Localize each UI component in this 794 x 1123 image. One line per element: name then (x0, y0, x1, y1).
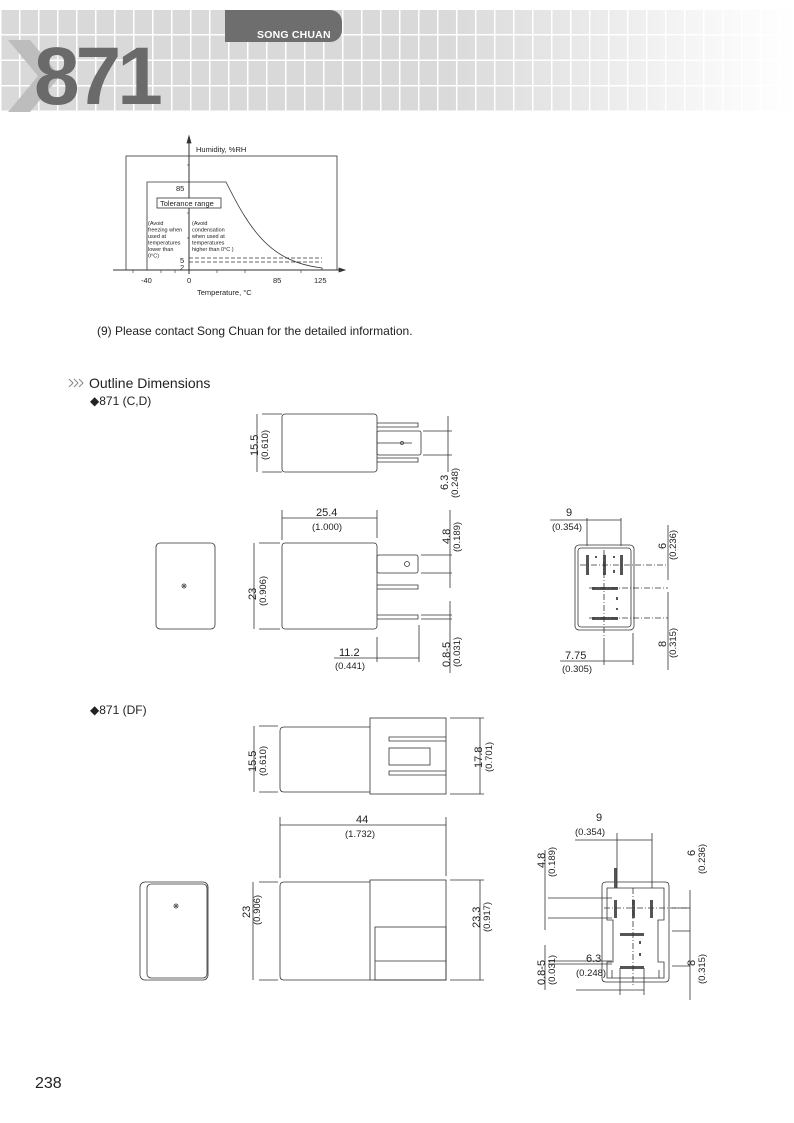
note-right: (Avoid condensation when used at tempera… (191, 221, 234, 253)
note-contact: (9) Please contact Song Chuan for the de… (97, 324, 413, 338)
variant-label-cd: ◆871 (C,D) (90, 394, 152, 408)
svg-text:(0.189): (0.189) (452, 522, 463, 552)
svg-text:0.8-5: 0.8-5 (441, 642, 453, 667)
svg-text:(0.315): (0.315) (668, 628, 679, 658)
svg-text:(0.354): (0.354) (575, 827, 605, 838)
svg-text:44: 44 (356, 814, 368, 826)
svg-text:25.4: 25.4 (316, 507, 337, 519)
y-tick: 85 (176, 184, 184, 193)
svg-text:11.2: 11.2 (339, 647, 360, 659)
svg-text:(0.248): (0.248) (576, 968, 606, 979)
svg-text:(0.248): (0.248) (450, 468, 461, 498)
svg-text:(0.906): (0.906) (258, 576, 269, 606)
svg-text:(0.305): (0.305) (562, 664, 592, 675)
x-tick: -40 (141, 276, 152, 285)
svg-text:23: 23 (241, 906, 253, 918)
svg-text:(0.031): (0.031) (452, 637, 463, 667)
svg-text:(0.315): (0.315) (697, 954, 708, 984)
svg-text:(Avoid: (Avoid (192, 221, 208, 227)
model-number: 871 (34, 31, 163, 122)
svg-text:4.8: 4.8 (536, 853, 548, 868)
svg-text:17.8: 17.8 (473, 747, 485, 768)
svg-text:when used at: when used at (191, 234, 225, 240)
humidity-chart: Humidity, %RH Temperature, °C 85 5 2 -40… (113, 134, 347, 297)
svg-text:(0.610): (0.610) (260, 430, 271, 460)
svg-text:(0.701): (0.701) (484, 742, 495, 772)
svg-text:15.5: 15.5 (247, 751, 259, 772)
variant-label-df: ◆871 (DF) (90, 703, 147, 717)
drawing-871-df: 15.5 (0.610) 17.8 (0.701) 44 (1.732) 23 … (139, 717, 708, 1000)
svg-text:(Avoid: (Avoid (148, 221, 164, 227)
x-tick: 85 (273, 276, 281, 285)
svg-text:(0.441): (0.441) (335, 661, 365, 672)
svg-text:0.8-5: 0.8-5 (536, 960, 548, 985)
drawing-871-cd: 15.5 (0.610) 6.3 (0.248) 25.4 (1.000) 23… (155, 413, 679, 675)
svg-text:condensation: condensation (192, 228, 225, 234)
brand-label: SONG CHUAN (257, 29, 331, 41)
svg-text:(0.917): (0.917) (482, 902, 493, 932)
svg-text:8: 8 (657, 641, 669, 647)
x-tick: 125 (314, 276, 327, 285)
svg-text:15.5: 15.5 (249, 435, 261, 456)
svg-text:9: 9 (596, 812, 602, 824)
svg-text:temperatures: temperatures (192, 241, 225, 247)
header-bar (225, 10, 342, 42)
svg-text:temperatures: temperatures (148, 241, 181, 247)
svg-text:(0.236): (0.236) (697, 844, 708, 874)
svg-text:(0.610): (0.610) (258, 746, 269, 776)
chevron-logo-icon (8, 40, 60, 112)
x-axis-label: Temperature, °C (197, 288, 252, 297)
svg-text:(1.000): (1.000) (312, 522, 342, 533)
triple-chevron-icon (68, 378, 84, 388)
svg-text:7.75: 7.75 (565, 650, 586, 662)
y-tick: 2 (180, 263, 184, 272)
svg-text:(0.906): (0.906) (252, 895, 263, 925)
svg-text:8: 8 (686, 960, 698, 966)
svg-text:6.3: 6.3 (439, 475, 451, 490)
svg-text:6: 6 (657, 543, 669, 549)
svg-text:4.8: 4.8 (441, 529, 453, 544)
svg-text:higher than 0°C ): higher than 0°C ) (192, 247, 234, 253)
svg-text:(0.236): (0.236) (668, 530, 679, 560)
svg-text:(0.354): (0.354) (552, 522, 582, 533)
svg-text:9: 9 (566, 507, 572, 519)
svg-text:23.3: 23.3 (471, 907, 483, 928)
svg-text:(0.189): (0.189) (547, 847, 558, 877)
svg-text:6.3: 6.3 (586, 953, 601, 965)
svg-text:lower than: lower than (148, 247, 173, 253)
svg-text:23: 23 (247, 588, 259, 600)
svg-text:0°C): 0°C) (148, 254, 159, 260)
y-tick: 5 (180, 256, 184, 265)
note-left: (Avoid freezing when used at temperature… (148, 221, 182, 260)
header-fade (0, 10, 794, 112)
x-tick: 0 (187, 276, 191, 285)
y-axis-label: Humidity, %RH (196, 145, 246, 154)
svg-text:6: 6 (686, 850, 698, 856)
svg-text:used at: used at (148, 234, 167, 240)
section-title: Outline Dimensions (89, 375, 211, 391)
page-number: 238 (35, 1075, 62, 1092)
svg-text:freezing when: freezing when (148, 228, 182, 234)
tolerance-range-label: Tolerance range (160, 199, 214, 208)
svg-text:(1.732): (1.732) (345, 829, 375, 840)
svg-text:(0.031): (0.031) (547, 955, 558, 985)
